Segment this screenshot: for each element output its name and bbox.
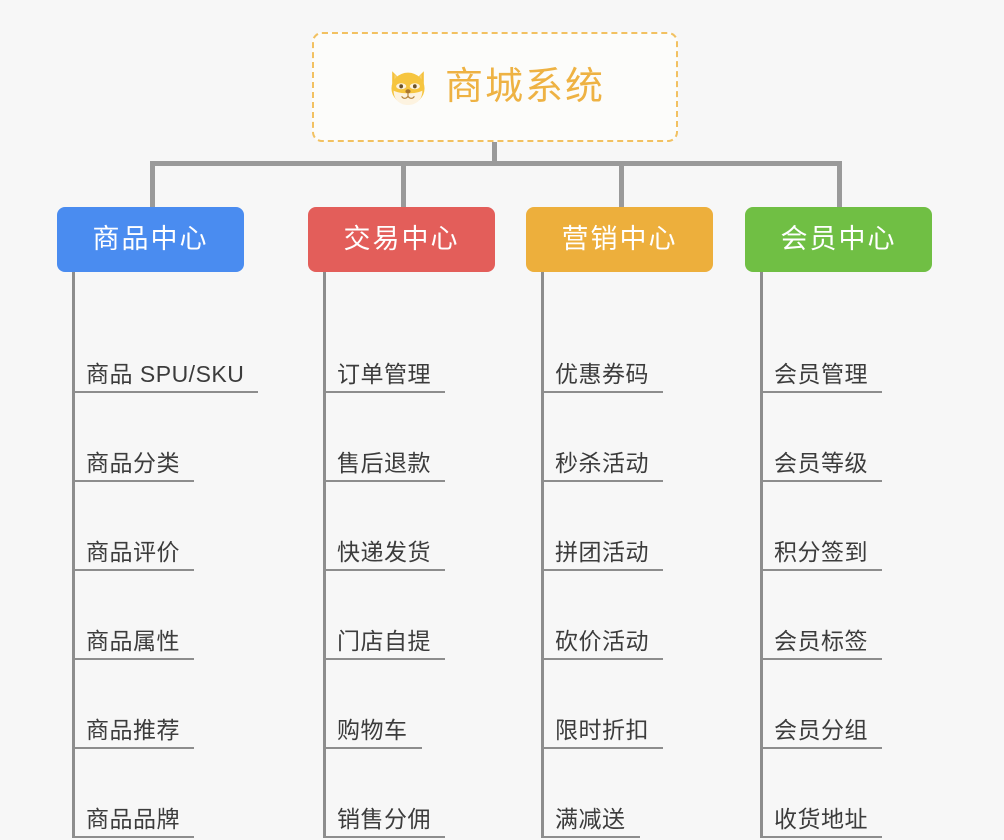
branch-trunk-2 bbox=[323, 272, 326, 838]
leaf-item[interactable]: 销售分佣 bbox=[323, 749, 445, 838]
leaf-item[interactable]: 限时折扣 bbox=[541, 660, 663, 749]
leaf-item[interactable]: 商品属性 bbox=[72, 571, 194, 660]
leaf-label: 订单管理 bbox=[337, 360, 431, 387]
leaf-item[interactable]: 商品品牌 bbox=[72, 749, 194, 838]
leaf-item[interactable]: 商品 SPU/SKU bbox=[72, 304, 259, 393]
category-label-4: 会员中心 bbox=[780, 224, 897, 254]
shiba-dog-face-icon bbox=[385, 64, 431, 110]
leaf-label: 销售分佣 bbox=[337, 805, 431, 832]
leaf-item[interactable]: 购物车 bbox=[323, 660, 422, 749]
leaf-item[interactable]: 会员管理 bbox=[760, 304, 882, 393]
connector-drop-4 bbox=[837, 161, 842, 207]
leaf-item[interactable]: 会员标签 bbox=[760, 571, 882, 660]
connector-drop-3 bbox=[619, 161, 624, 207]
root-node-title: 商城系统 bbox=[444, 66, 605, 108]
connector-drop-1 bbox=[150, 161, 155, 207]
category-box-1[interactable]: 商品中心 bbox=[57, 207, 244, 272]
leaf-label: 商品推荐 bbox=[86, 716, 180, 743]
leaf-item[interactable]: 门店自提 bbox=[323, 571, 445, 660]
leaf-item[interactable]: 砍价活动 bbox=[541, 571, 663, 660]
category-box-3[interactable]: 营销中心 bbox=[526, 207, 713, 272]
leaf-label: 门店自提 bbox=[337, 627, 431, 654]
leaf-item[interactable]: 会员等级 bbox=[760, 393, 882, 482]
leaf-label: 商品评价 bbox=[86, 538, 180, 565]
leaf-item[interactable]: 快递发货 bbox=[323, 482, 445, 571]
connector-root-stem bbox=[492, 142, 497, 164]
branch-trunk-1 bbox=[72, 272, 75, 838]
leaf-item[interactable]: 积分签到 bbox=[760, 482, 882, 571]
leaf-item[interactable]: 商品分类 bbox=[72, 393, 194, 482]
leaf-label: 商品 SPU/SKU bbox=[86, 360, 245, 387]
leaf-label: 商品分类 bbox=[86, 449, 180, 476]
category-box-2[interactable]: 交易中心 bbox=[308, 207, 495, 272]
leaf-label: 拼团活动 bbox=[555, 538, 649, 565]
leaf-item[interactable]: 优惠券码 bbox=[541, 304, 663, 393]
leaf-item[interactable]: 商品推荐 bbox=[72, 660, 194, 749]
leaf-label: 砍价活动 bbox=[555, 627, 649, 654]
leaf-item[interactable]: 售后退款 bbox=[323, 393, 445, 482]
category-label-3: 营销中心 bbox=[561, 224, 678, 254]
leaf-item[interactable]: 商品评价 bbox=[72, 482, 194, 571]
leaf-label: 优惠券码 bbox=[555, 360, 649, 387]
category-label-1: 商品中心 bbox=[92, 224, 209, 254]
leaf-label: 会员等级 bbox=[774, 449, 868, 476]
leaf-label: 收货地址 bbox=[774, 805, 868, 832]
leaf-label: 快递发货 bbox=[337, 538, 431, 565]
leaf-label: 购物车 bbox=[337, 716, 408, 743]
leaf-item[interactable]: 秒杀活动 bbox=[541, 393, 663, 482]
leaf-label: 积分签到 bbox=[774, 538, 868, 565]
connector-horizontal-bus bbox=[150, 161, 842, 166]
leaf-item[interactable]: 会员分组 bbox=[760, 660, 882, 749]
root-node-shopping-mall-system[interactable]: 商城系统 bbox=[312, 32, 678, 142]
leaf-label: 会员标签 bbox=[774, 627, 868, 654]
connector-drop-2 bbox=[401, 161, 406, 207]
leaf-label: 会员分组 bbox=[774, 716, 868, 743]
leaf-item[interactable]: 满减送 bbox=[541, 749, 640, 838]
leaf-item[interactable]: 拼团活动 bbox=[541, 482, 663, 571]
leaf-label: 会员管理 bbox=[774, 360, 868, 387]
leaf-label: 限时折扣 bbox=[555, 716, 649, 743]
leaf-label: 售后退款 bbox=[337, 449, 431, 476]
leaf-label: 满减送 bbox=[555, 805, 626, 832]
leaf-label: 商品品牌 bbox=[86, 805, 180, 832]
category-box-4[interactable]: 会员中心 bbox=[745, 207, 932, 272]
branch-trunk-4 bbox=[760, 272, 763, 838]
branch-trunk-3 bbox=[541, 272, 544, 838]
leaf-label: 秒杀活动 bbox=[555, 449, 649, 476]
leaf-item[interactable]: 订单管理 bbox=[323, 304, 445, 393]
category-label-2: 交易中心 bbox=[343, 224, 460, 254]
leaf-label: 商品属性 bbox=[86, 627, 180, 654]
leaf-item[interactable]: 收货地址 bbox=[760, 749, 882, 838]
